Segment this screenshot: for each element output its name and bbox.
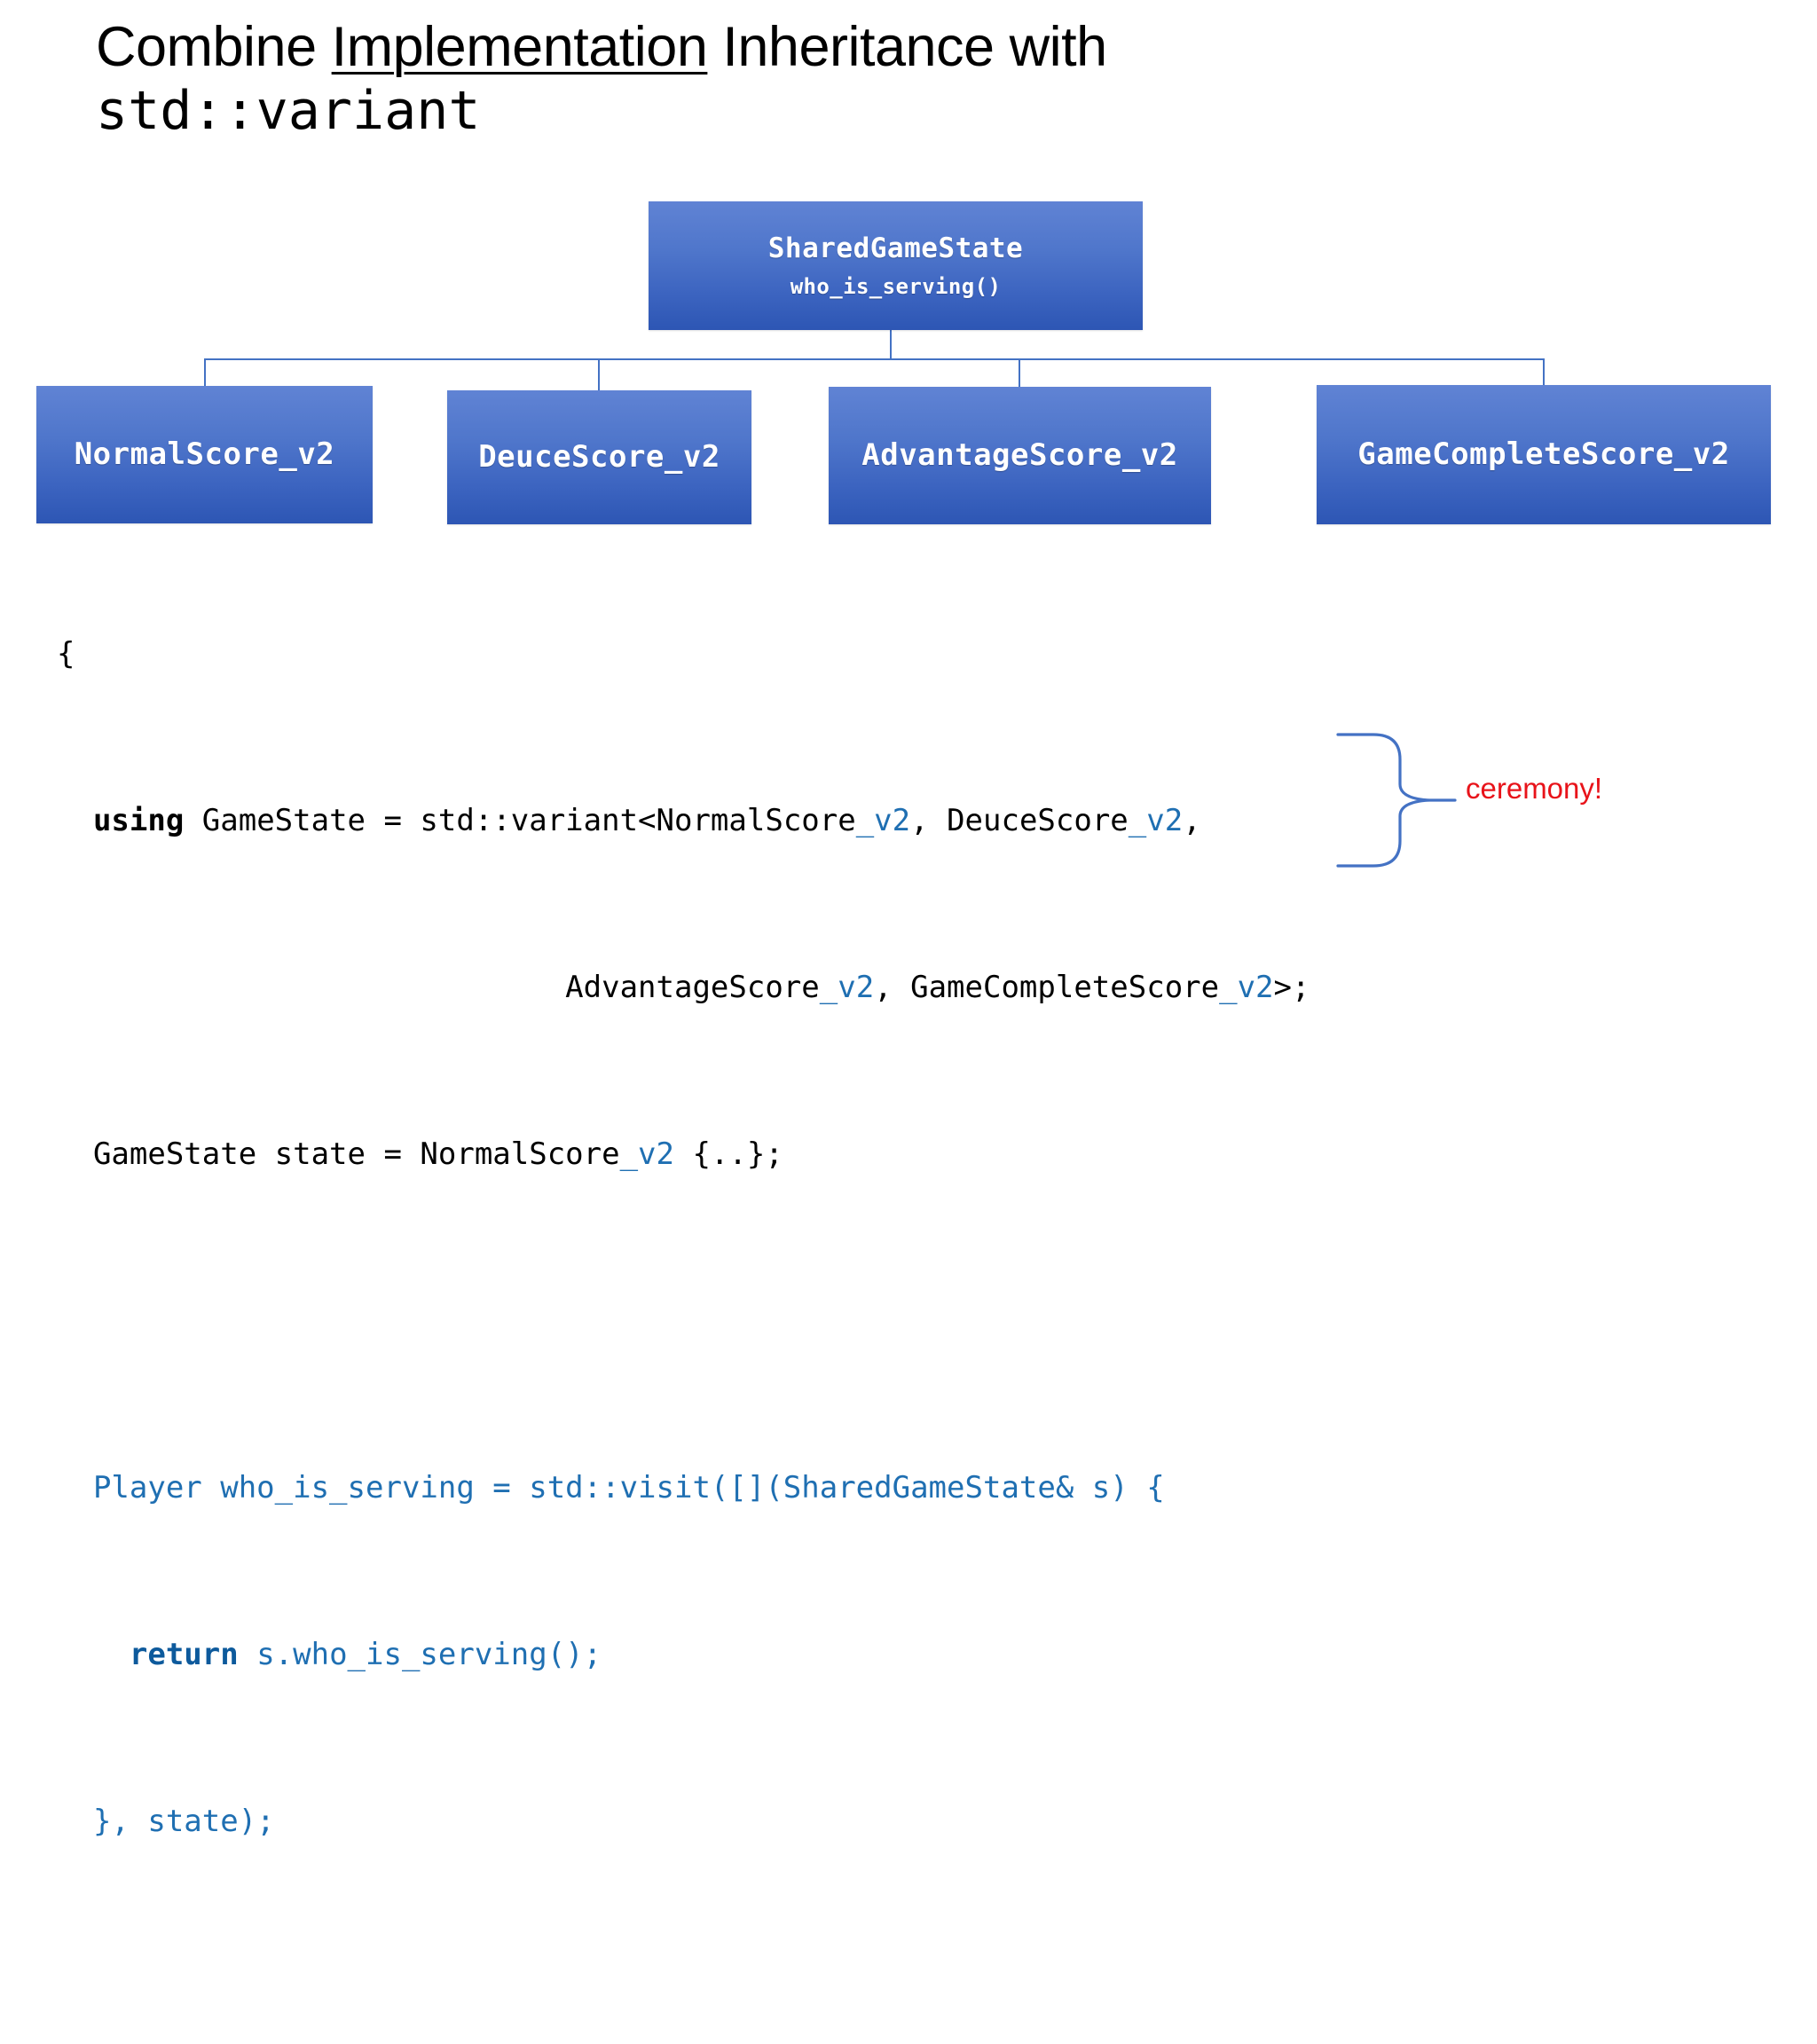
class-node-deucescore-v2[interactable]: DeuceScore_v2 bbox=[447, 390, 751, 524]
title-text-before: Combine bbox=[96, 16, 332, 78]
code-token: AdvantageScore bbox=[92, 970, 820, 1005]
code-keyword-using: using bbox=[92, 803, 185, 838]
connector-stem-parent bbox=[890, 330, 892, 359]
code-token: Player who_is_serving = std::visit([](Sh… bbox=[92, 1470, 1165, 1505]
class-node-title: GameCompleteScore_v2 bbox=[1357, 436, 1730, 473]
code-token: GameState = std::variant<NormalScore bbox=[184, 803, 856, 838]
code-line-state-init: GameState state = NormalScore_v2 {..}; bbox=[57, 1134, 1742, 1175]
page-title: Combine Implementation Inheritance with … bbox=[96, 14, 1604, 143]
code-line-using: using GameState = std::variant<NormalSco… bbox=[57, 800, 1742, 842]
class-node-sharedgamestate[interactable]: SharedGameState who_is_serving() bbox=[649, 201, 1143, 330]
code-line-return: return s.who_is_serving(); bbox=[57, 1634, 1742, 1676]
class-node-advantagescore-v2[interactable]: AdvantageScore_v2 bbox=[829, 387, 1211, 524]
connector-drop-0 bbox=[204, 358, 206, 387]
class-node-method: who_is_serving() bbox=[790, 274, 1002, 300]
code-token-v2: _v2 bbox=[855, 803, 911, 838]
class-node-title: DeuceScore_v2 bbox=[478, 439, 720, 476]
code-token: }, state); bbox=[92, 1804, 275, 1839]
class-node-title: NormalScore_v2 bbox=[74, 436, 335, 473]
ceremony-annotation: ceremony! bbox=[1331, 729, 1703, 871]
class-node-normalscore-v2[interactable]: NormalScore_v2 bbox=[36, 386, 373, 523]
title-text-after: Inheritance with bbox=[707, 16, 1107, 78]
curly-brace-icon bbox=[1336, 733, 1457, 868]
connector-horizontal-bus bbox=[204, 358, 1544, 360]
code-token: s.who_is_serving(); bbox=[238, 1637, 602, 1672]
code-token-v2: _v2 bbox=[619, 1136, 674, 1172]
title-line-2-mono: std::variant bbox=[96, 80, 481, 143]
class-node-gamecompletescore-v2[interactable]: GameCompleteScore_v2 bbox=[1317, 385, 1771, 524]
code-token: , DeuceScore bbox=[910, 803, 1129, 838]
code-line-blank bbox=[57, 1301, 1742, 1342]
code-token: { bbox=[57, 636, 75, 672]
code-token: , GameCompleteScore bbox=[874, 970, 1220, 1005]
connector-drop-3 bbox=[1543, 358, 1545, 386]
class-node-title: SharedGameState bbox=[767, 232, 1024, 264]
title-underlined-word: Implementation bbox=[331, 16, 708, 78]
code-keyword-return: return bbox=[129, 1637, 239, 1672]
ceremony-label: ceremony! bbox=[1466, 772, 1603, 805]
code-line-open-brace: { bbox=[57, 633, 1742, 675]
code-token: GameState state = NormalScore bbox=[92, 1136, 620, 1172]
code-line-visit: Player who_is_serving = std::visit([](Sh… bbox=[57, 1467, 1742, 1509]
code-line-variant-cont: AdvantageScore_v2, GameCompleteScore_v2>… bbox=[57, 967, 1742, 1009]
code-token-v2: _v2 bbox=[1219, 970, 1274, 1005]
code-token-v2: _v2 bbox=[819, 970, 875, 1005]
code-token-v2: _v2 bbox=[1128, 803, 1184, 838]
code-token: >; bbox=[1273, 970, 1310, 1005]
code-line-visit-close: }, state); bbox=[57, 1801, 1742, 1843]
code-token: {..}; bbox=[674, 1136, 783, 1172]
code-token: , bbox=[1183, 803, 1201, 838]
connector-drop-1 bbox=[598, 358, 600, 391]
class-node-title: AdvantageScore_v2 bbox=[861, 437, 1178, 474]
connector-drop-2 bbox=[1019, 358, 1020, 388]
title-line-1: Combine Implementation Inheritance with bbox=[96, 14, 1604, 80]
code-line-blank bbox=[57, 1968, 1742, 2009]
